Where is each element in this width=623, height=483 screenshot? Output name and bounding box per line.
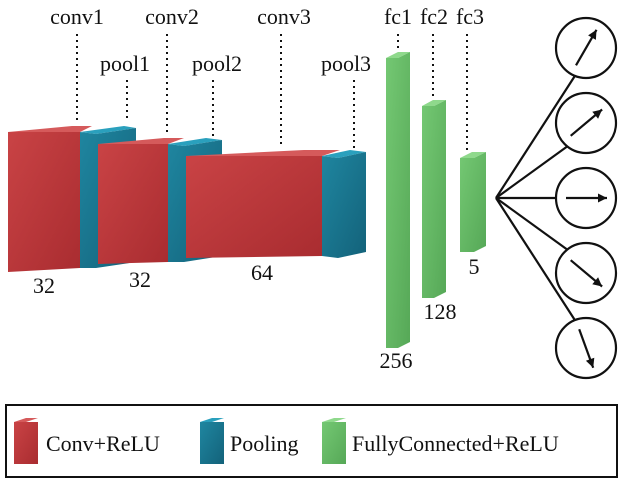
conv1-front-face	[8, 132, 80, 272]
output-arrowhead-5	[585, 357, 595, 368]
fc1-top-face	[386, 52, 410, 58]
pool1-top-face	[80, 126, 136, 134]
layer-fc1-block	[386, 52, 410, 348]
size-conv1: 32	[33, 273, 55, 298]
output-arrowhead-1	[588, 29, 597, 40]
output-arrowhead-3	[598, 193, 607, 203]
legend: Conv+ReLU Pooling FullyConnected+ReLU	[5, 404, 618, 478]
label-conv1: conv1	[50, 4, 104, 29]
output-wire-2	[495, 145, 568, 199]
legend-fc-label: FullyConnected+ReLU	[352, 431, 559, 456]
label-fc3: fc3	[456, 4, 484, 29]
legend-fc-swatch	[322, 418, 346, 464]
layer-size-labels: 32 32 64 256 128 5	[33, 254, 480, 373]
legend-conv-label: Conv+ReLU	[46, 431, 160, 456]
label-fc2: fc2	[420, 4, 448, 29]
pool3-front-face	[322, 152, 366, 258]
size-conv3: 64	[251, 260, 273, 285]
output-wire-4	[495, 197, 568, 251]
layer-fc3-block	[460, 152, 486, 252]
layer-conv2-block	[98, 138, 184, 264]
fc2-front-face	[422, 100, 446, 298]
legend-pool-label: Pooling	[230, 431, 298, 456]
conv2-front-face	[98, 144, 168, 264]
fc2-top-face	[422, 100, 446, 106]
label-pool3: pool3	[321, 51, 371, 76]
conv3-front-face	[186, 156, 322, 258]
conv2-top-face	[98, 138, 184, 144]
size-fc1: 256	[380, 348, 413, 373]
fc3-front-face	[460, 152, 486, 252]
size-fc2: 128	[424, 299, 457, 324]
output-direction-group	[495, 16, 618, 380]
layer-pool3-block	[322, 150, 366, 258]
size-fc3: 5	[469, 254, 480, 279]
legend-pool-swatch	[200, 418, 224, 464]
leader-lines	[76, 34, 468, 152]
conv1-top-face	[8, 126, 92, 132]
label-fc1: fc1	[384, 4, 412, 29]
label-conv3: conv3	[257, 4, 311, 29]
layer-fc2-block	[422, 100, 446, 298]
label-conv2: conv2	[145, 4, 199, 29]
legend-conv-swatch	[14, 418, 38, 464]
fc3-top-face	[460, 152, 486, 158]
size-conv2: 32	[129, 267, 151, 292]
layer-conv1-block	[8, 126, 92, 272]
layer-conv3-block	[186, 150, 340, 258]
layer-name-labels: conv1 conv2 conv3 fc1 fc2 fc3 pool1 pool…	[50, 4, 484, 76]
legend-frame	[5, 404, 618, 478]
label-pool2: pool2	[192, 51, 242, 76]
output-wire-5	[495, 197, 576, 321]
fc1-front-face	[386, 52, 410, 348]
output-arrowhead-2	[592, 109, 603, 119]
conv3-top-face	[186, 150, 340, 156]
output-arrowhead-4	[592, 277, 603, 287]
output-wire-1	[495, 75, 576, 199]
label-pool1: pool1	[100, 51, 150, 76]
pool3-top-face	[322, 150, 366, 158]
pool2-top-face	[168, 138, 222, 146]
